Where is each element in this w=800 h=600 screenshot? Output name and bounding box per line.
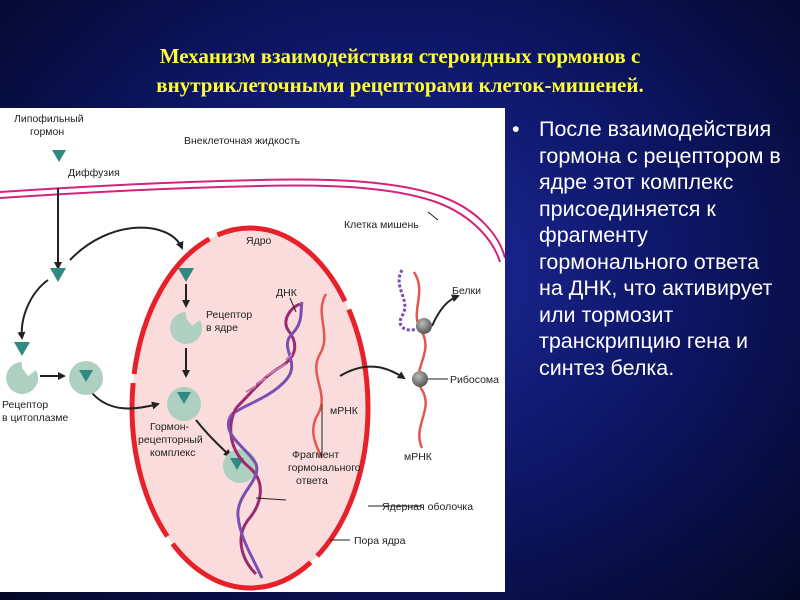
arrow-complex-to-nucleus: [91, 392, 160, 410]
label-extracellular-fluid: Внеклеточная жидкость: [184, 135, 301, 147]
dna-bound-complex-icon: [223, 449, 257, 483]
slide-title: Механизм взаимодействия стероидных гормо…: [40, 42, 760, 100]
cell-membrane-outer: [0, 178, 505, 259]
cell-membrane-inner: [0, 184, 501, 263]
label-mrna-cytoplasm: мРНК: [404, 451, 433, 463]
arrow-to-nucleus: [69, 226, 184, 261]
hormone-icon: [52, 150, 66, 162]
label-dna: ДНК: [276, 287, 298, 299]
diagram-panel: Липофильный гормон Диффузия Внеклеточная…: [0, 108, 505, 592]
bullet-list: • После взаимодействия гормона с рецепто…: [512, 116, 784, 381]
label-lipophilic-hormone: Липофильный: [14, 113, 84, 125]
label-hormone-receptor-complex: комплекс: [150, 447, 195, 459]
label-nuclear-envelope: Ядерная оболочка: [382, 501, 473, 513]
label-target-cell: Клетка мишень: [344, 219, 419, 231]
label-receptor-in-cytoplasm: Рецептор: [2, 399, 48, 411]
leader-line: [427, 211, 439, 221]
label-receptor-in-nucleus: Рецептор: [206, 309, 252, 321]
bullet-text: После взаимодействия гормона с рецепторо…: [539, 117, 781, 380]
label-hormone-receptor-complex: рецепторный: [138, 434, 203, 446]
label-nucleus: Ядро: [246, 235, 272, 247]
bullet-marker: •: [512, 117, 520, 141]
steroid-mechanism-diagram: Липофильный гормон Диффузия Внеклеточная…: [0, 113, 505, 591]
label-receptor-in-nucleus: в ядре: [206, 322, 238, 334]
dna-helix-rungs: [245, 353, 293, 393]
dna-strand: [226, 413, 264, 579]
hormone-icon: [50, 268, 66, 282]
nuclear-receptor-icon: [170, 312, 203, 344]
bound-hormone-icon: [177, 392, 191, 404]
cytoplasm-receptor-icon: [6, 362, 39, 394]
ribosome-icon: [416, 318, 432, 334]
label-diffusion: Диффузия: [68, 167, 120, 179]
hormone-icon: [178, 268, 194, 282]
arrow-mrna-export: [339, 365, 406, 380]
label-ribosome: Рибосома: [450, 374, 499, 386]
protein-chain: [397, 269, 422, 332]
leader-line: [255, 497, 287, 501]
label-nuclear-pore: Пора ядра: [354, 535, 406, 547]
arrow-to-cytoplasm: [17, 279, 49, 340]
label-lipophilic-hormone: гормон: [30, 126, 64, 138]
label-response-element: гормонального: [288, 462, 361, 474]
label-response-element: ответа: [296, 475, 328, 487]
label-hormone-receptor-complex: Гормон-: [150, 421, 190, 433]
label-receptor-in-cytoplasm: в цитоплазме: [2, 412, 68, 424]
dna-strand: [231, 301, 304, 416]
title-line-2: внутриклеточными рецепторами клеток-мише…: [156, 73, 644, 97]
ribosome-icon: [412, 371, 428, 387]
arrow-to-proteins: [431, 294, 460, 327]
title-line-1: Механизм взаимодействия стероидных гормо…: [159, 44, 641, 68]
arrow-complex-to-dna: [195, 419, 232, 458]
bound-hormone-icon: [230, 458, 244, 470]
leader-line: [289, 297, 297, 313]
dna-strand: [229, 407, 262, 576]
label-mrna-nuclear: мРНК: [330, 405, 359, 417]
dna-strand: [234, 302, 301, 410]
label-proteins: Белки: [452, 285, 481, 297]
bound-hormone-icon: [79, 370, 93, 382]
mrna-cytoplasm: [412, 271, 427, 449]
hormone-icon: [14, 342, 30, 356]
mrna-nuclear: [312, 293, 328, 459]
label-response-element: Фрагмент: [292, 449, 339, 461]
